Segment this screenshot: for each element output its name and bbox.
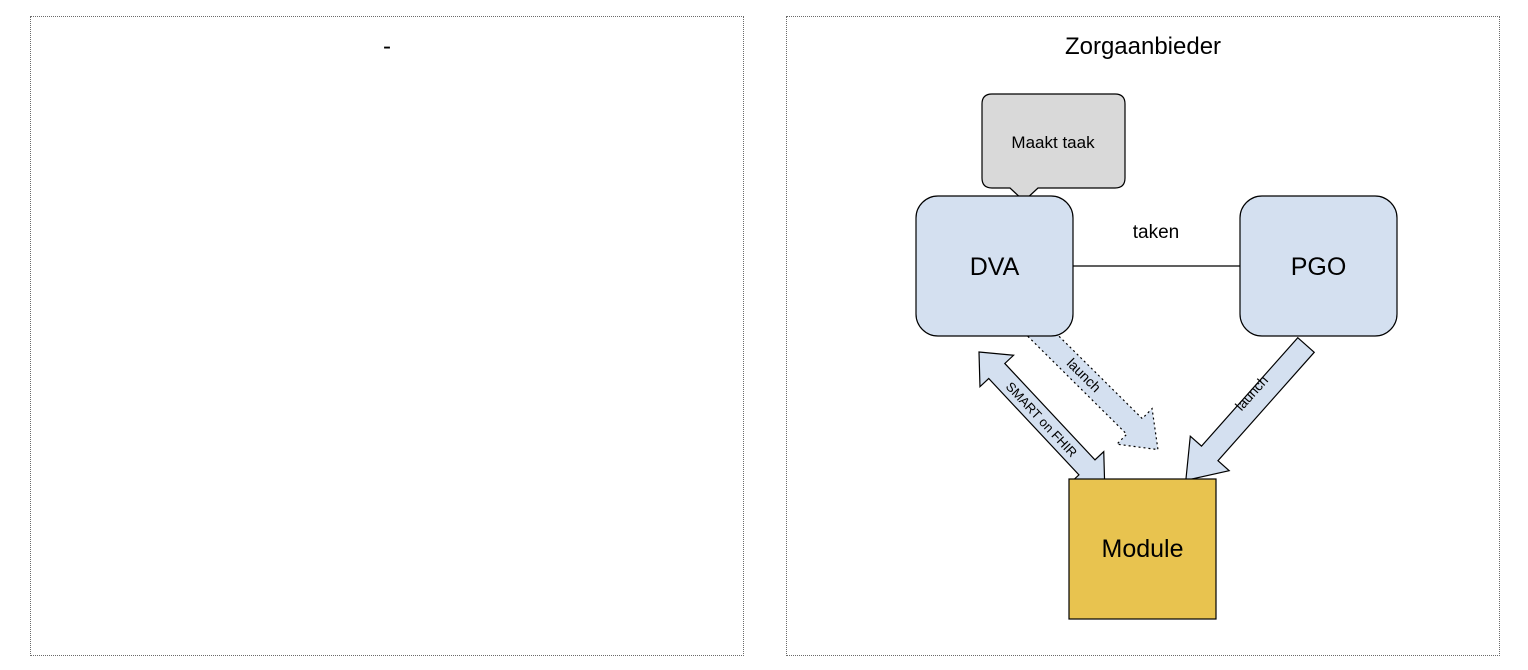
right-panel-title: Zorgaanbieder (1064, 33, 1222, 60)
left-panel: - (30, 16, 744, 656)
callout-label: Maakt taak (1011, 133, 1095, 152)
edge-dva-module-smart-label: SMART on FHIR (1003, 379, 1080, 460)
right-panel: Zorgaanbieder (786, 16, 1500, 656)
node-module: Module (1068, 478, 1217, 620)
callout-maakt-taak: Maakt taak (981, 93, 1126, 202)
edge-dva-module-smart: SMART on FHIR (978, 351, 1106, 488)
left-panel-title: - (383, 33, 391, 60)
node-module-label: Module (1102, 535, 1184, 563)
edge-pgo-module-launch: launch (1185, 336, 1316, 482)
node-dva: DVA (915, 195, 1074, 337)
node-pgo-label: PGO (1291, 253, 1347, 281)
edge-dva-pgo-label: taken (1133, 222, 1179, 243)
node-pgo: PGO (1239, 195, 1398, 337)
node-dva-label: DVA (970, 253, 1020, 281)
